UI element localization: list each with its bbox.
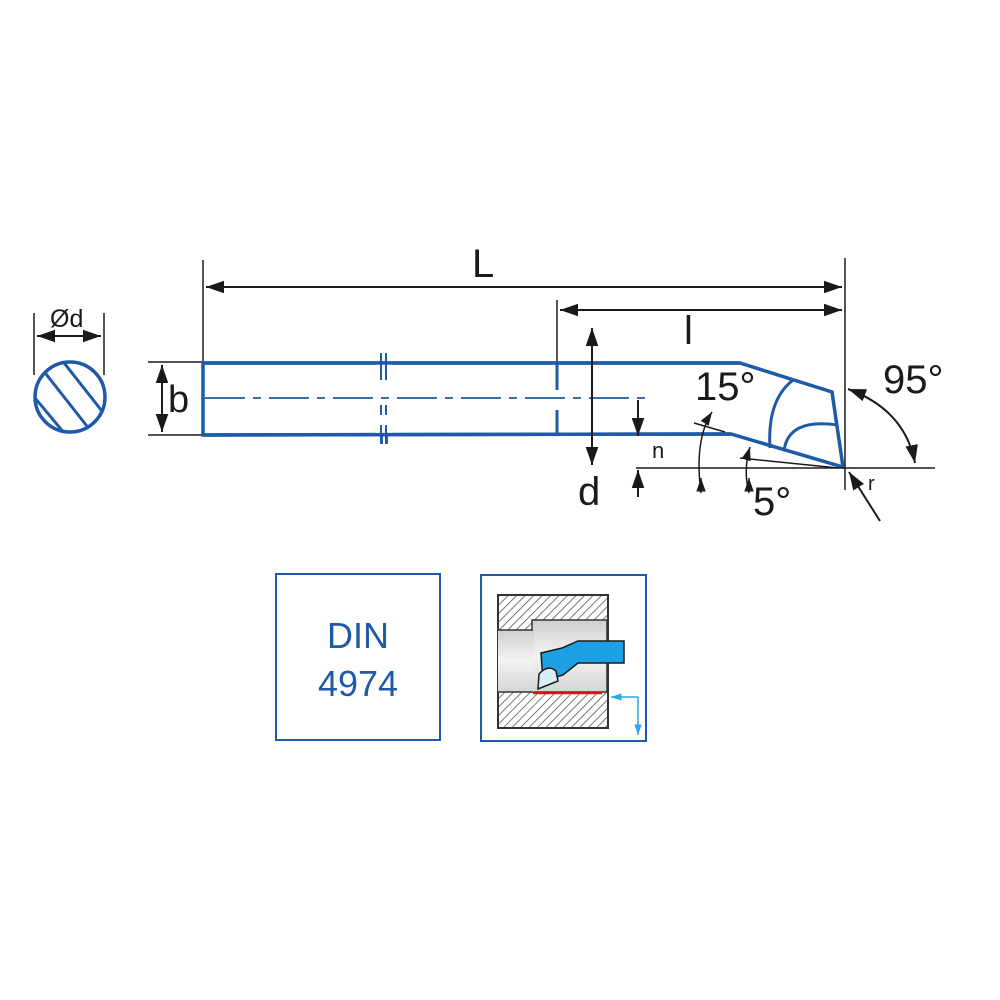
angle-15-label: 15° — [695, 365, 756, 409]
overall-length-dimension: L — [202, 242, 846, 490]
internal-turning-pictogram — [480, 574, 647, 742]
cutting-length-dimension: l — [556, 300, 842, 363]
diameter-label: Ød — [50, 305, 83, 333]
height-label: b — [168, 379, 189, 421]
radius-label: r — [868, 473, 875, 495]
height-dimension: b — [148, 361, 203, 436]
standard-badge: DIN 4974 — [275, 573, 441, 741]
angle-5-label: 5° — [753, 480, 791, 524]
offset-label: n — [652, 438, 664, 463]
length-label: L — [472, 242, 494, 286]
cutting-length-label: l — [684, 309, 693, 353]
shank-cross-section: Ød — [33, 305, 107, 434]
min-bore-dimension: d — [578, 328, 600, 514]
angle-annotations — [693, 388, 918, 522]
min-bore-label: d — [578, 470, 600, 514]
standard-name: DIN — [327, 615, 389, 656]
angle-95-label: 95° — [883, 358, 944, 402]
offset-dimension: n — [631, 400, 935, 497]
standard-number: 4974 — [318, 663, 398, 704]
